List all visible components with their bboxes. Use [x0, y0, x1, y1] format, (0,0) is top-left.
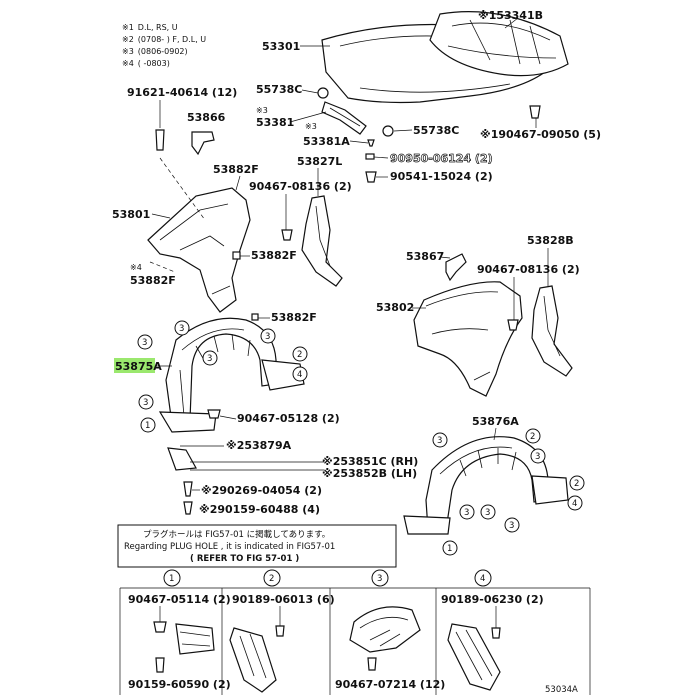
- svg-text:3: 3: [485, 508, 490, 518]
- label-53827L: 53827L: [297, 155, 342, 168]
- hood-cushion-right: [382, 125, 394, 137]
- svg-text:1: 1: [169, 574, 174, 584]
- label-90541: 90541-15024 (2): [390, 170, 493, 183]
- detail-panels: 1 90467-05114 (2) 90159-60590 (2) 2 9018…: [119, 569, 591, 695]
- label-90467-05128: 90467-05128 (2): [237, 412, 340, 425]
- note-3: ※3(0806-0902): [122, 47, 188, 56]
- label-190467: ※190467-09050 (5): [480, 128, 601, 141]
- label-90467-08136-b: 90467-08136 (2): [477, 263, 580, 276]
- highlight-53875A: [114, 358, 155, 373]
- label-53852B: ※253852B (LH): [322, 467, 417, 480]
- detail-3-bottom-label: 90467-07214 (12): [335, 678, 445, 691]
- label-53381: 53381: [256, 116, 294, 129]
- fender-bracket-53828B: [507, 285, 573, 377]
- label-55738C-a: 55738C: [256, 83, 302, 96]
- label-53341B: ※153341B: [478, 9, 543, 22]
- svg-text:1: 1: [447, 544, 452, 554]
- plug-hole-note: プラグホールは FIG57-01 に掲載してあります。 Regarding PL…: [117, 524, 397, 568]
- label-55738C-b: 55738C: [413, 124, 459, 137]
- hood-cushion-left: [317, 87, 329, 99]
- front-fender-left: [147, 157, 251, 313]
- label-53876A: 53876A: [472, 415, 519, 428]
- mudguard-53879A: [167, 447, 197, 471]
- label-53867: 53867: [406, 250, 444, 263]
- hood-insulator: [429, 11, 569, 77]
- label-53882F-d: 53882F: [271, 311, 317, 324]
- detail-4-badge: [474, 569, 492, 587]
- note-4: ※4( -0803): [122, 59, 170, 68]
- figure-code: 53034A: [545, 685, 578, 695]
- plug-note-en: Regarding PLUG HOLE , it is indicated in…: [124, 542, 335, 552]
- svg-text:3: 3: [464, 508, 469, 518]
- hood-assembly: [317, 11, 569, 183]
- label-53381A: 53381A: [303, 135, 350, 148]
- svg-text:3: 3: [265, 332, 270, 342]
- svg-text:3: 3: [142, 338, 147, 348]
- plug-note-jp: プラグホールは FIG57-01 に掲載してあります。: [143, 529, 330, 540]
- label-90950: 90950-06124 (2): [390, 152, 493, 165]
- label-53882F-c: 53882F: [130, 274, 176, 287]
- label-53801: 53801: [112, 208, 150, 221]
- label-53381-mark: ※3: [256, 106, 268, 115]
- bolt-91621: [155, 129, 165, 151]
- detail-3-badge: [371, 569, 389, 587]
- detail-1-bottom-label: 90159-60590 (2): [128, 678, 231, 691]
- svg-text:3: 3: [179, 324, 184, 334]
- fender-liner-left: [158, 317, 305, 433]
- label-53381A-mark: ※3: [305, 122, 317, 131]
- svg-text:3: 3: [535, 452, 540, 462]
- svg-text:3: 3: [377, 574, 382, 584]
- bracket-53866: [191, 131, 215, 156]
- detail-4-top-label: 90189-06230 (2): [441, 593, 544, 606]
- hood-clip: [529, 105, 541, 119]
- label-mark-4: ※4: [130, 263, 142, 272]
- svg-text:4: 4: [572, 499, 577, 509]
- plug-note-ref: ( REFER TO FIG 57-01 ): [190, 554, 299, 564]
- svg-text:3: 3: [143, 398, 148, 408]
- detail-1-badge: [163, 569, 181, 587]
- fender-bracket-53827L: [281, 195, 343, 287]
- label-90467-08136-a: 90467-08136 (2): [249, 180, 352, 193]
- svg-text:4: 4: [480, 574, 485, 584]
- detail-1-top-label: 90467-05114 (2): [128, 593, 231, 606]
- label-53802: 53802: [376, 301, 414, 314]
- detail-2-top-label: 90189-06013 (6): [232, 593, 335, 606]
- label-53882F-a: 53882F: [213, 163, 259, 176]
- fender-liner-right: [403, 436, 569, 535]
- svg-text:2: 2: [530, 432, 535, 442]
- label-53866: 53866: [187, 111, 226, 124]
- hood-seal-53381: [321, 101, 367, 135]
- label-53828B: 53828B: [527, 234, 574, 247]
- svg-text:3: 3: [509, 521, 514, 531]
- svg-text:2: 2: [574, 479, 579, 489]
- label-53851C: ※253851C (RH): [322, 455, 418, 468]
- label-53882F-b: 53882F: [251, 249, 297, 262]
- svg-text:1: 1: [145, 421, 150, 431]
- label-53301: 53301: [262, 40, 300, 53]
- svg-text:2: 2: [269, 574, 274, 584]
- label-53879A: ※253879A: [226, 439, 292, 452]
- label-53875A: 53875A: [115, 360, 162, 373]
- front-fender-right: [413, 281, 523, 397]
- svg-text:2: 2: [297, 350, 302, 360]
- reference-circles: 3 3 3 2 3 4 1 3 3 2 3 2 4 3 3 1 3: [137, 320, 585, 556]
- label-91621: 91621-40614 (12): [127, 86, 237, 99]
- label-290159: ※290159-60488 (4): [199, 503, 320, 516]
- note-2: ※2(0708- ) F, D.L, U: [122, 35, 206, 44]
- label-290269: ※290269-04054 (2): [201, 484, 322, 497]
- svg-text:3: 3: [437, 436, 442, 446]
- bracket-53867: [445, 253, 467, 282]
- svg-text:4: 4: [297, 370, 302, 380]
- svg-text:3: 3: [207, 354, 212, 364]
- detail-2-badge: [263, 569, 281, 587]
